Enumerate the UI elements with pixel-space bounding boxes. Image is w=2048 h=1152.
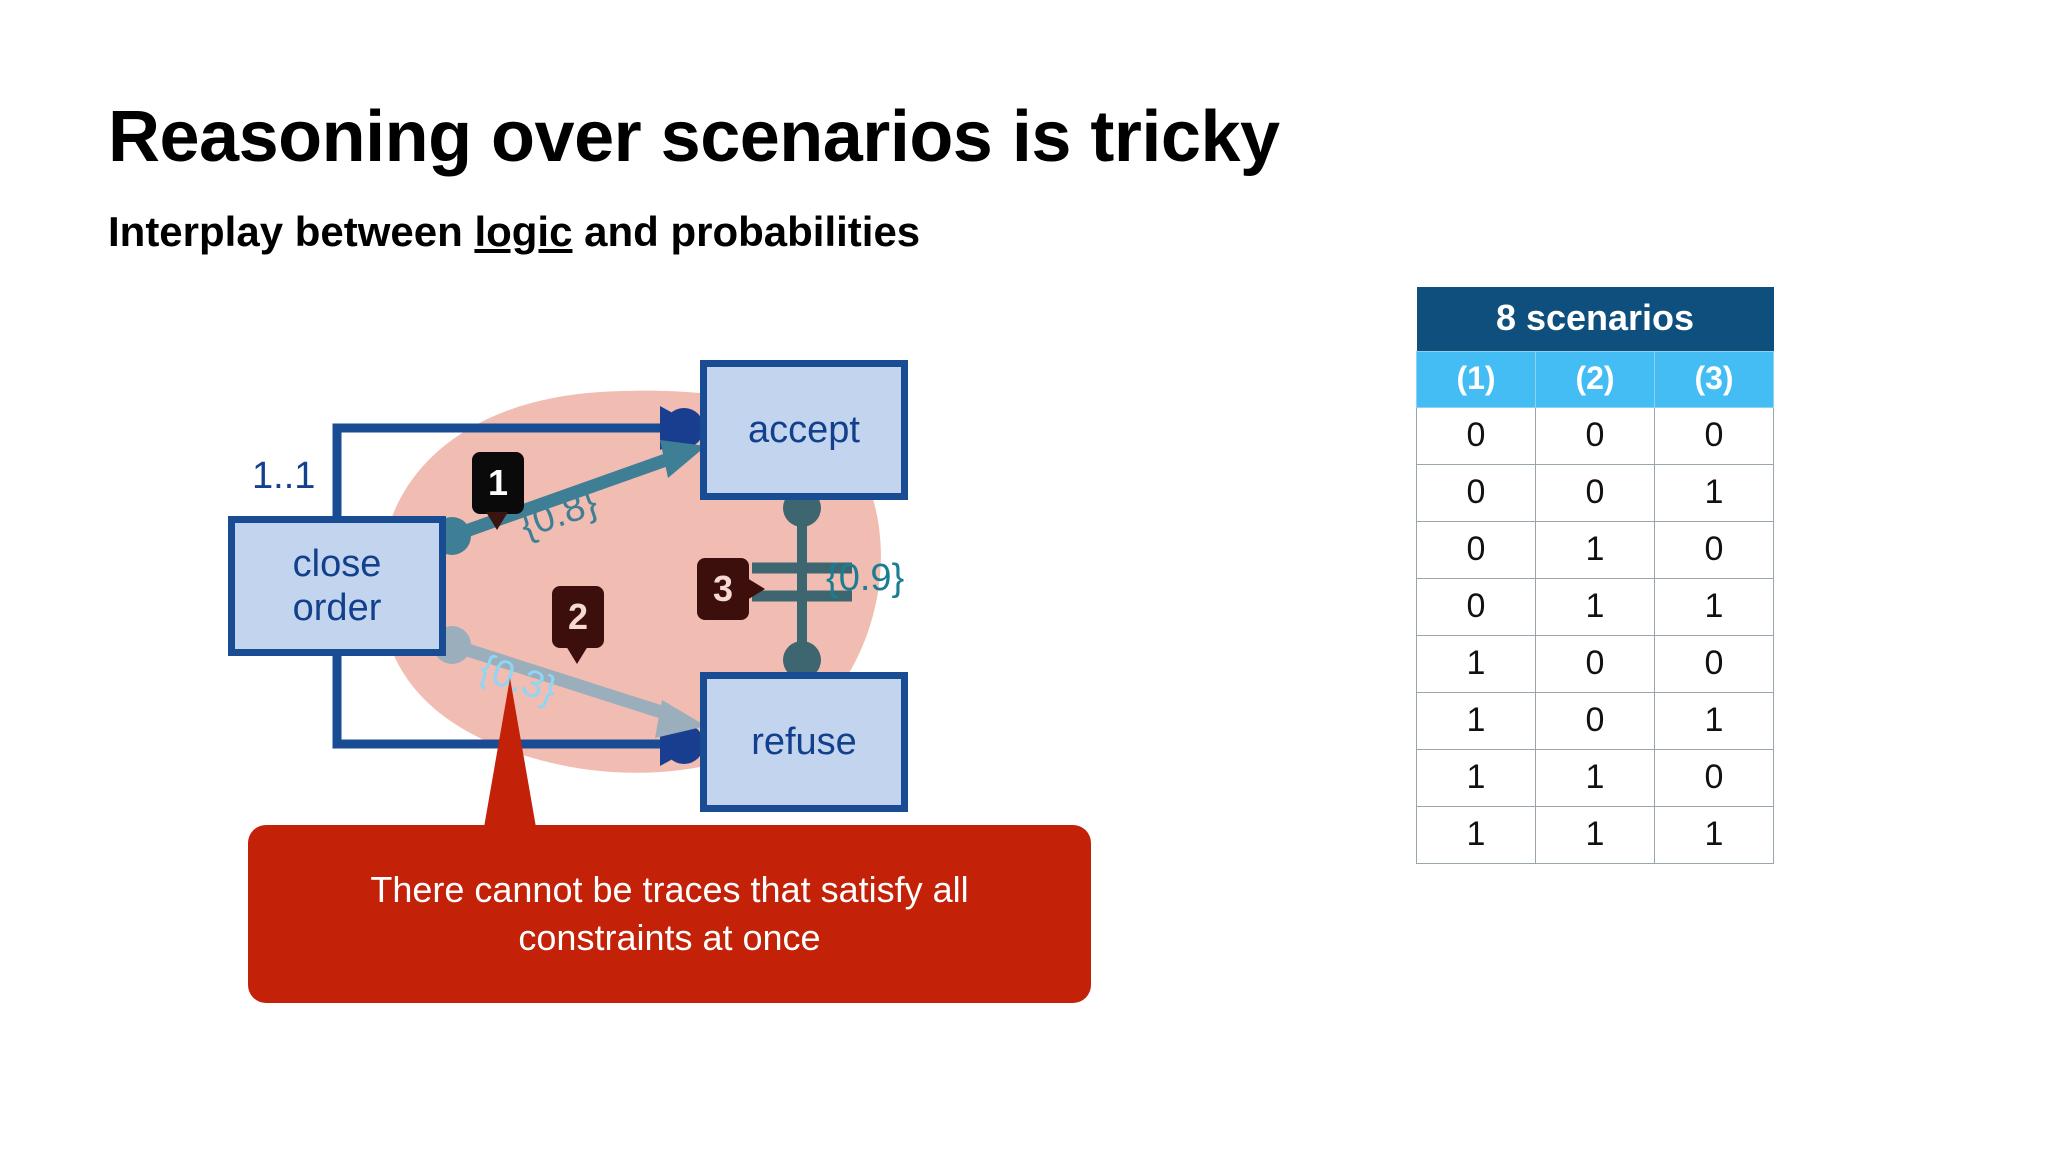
table-cell: 1 <box>1535 578 1655 636</box>
column-header-1: (1) <box>1416 351 1536 408</box>
step-badge-1-label: 1 <box>487 462 509 503</box>
cardinality-label: 1..1 <box>252 455 316 497</box>
node-refuse-label: refuse <box>751 720 857 763</box>
table-cell: 0 <box>1654 635 1774 693</box>
table-cell: 0 <box>1535 692 1655 750</box>
scenario-table-container: 8 scenarios (1) (2) (3) 0 0 0 0 0 1 0 1 <box>1416 287 1774 864</box>
table-cell: 0 <box>1416 521 1536 579</box>
column-header-2: (2) <box>1535 351 1655 408</box>
subtitle-part-before: Interplay between <box>108 208 475 255</box>
step-badge-2-label: 2 <box>567 596 589 637</box>
probability-label-09: {0.9} <box>826 557 905 599</box>
node-accept[interactable]: accept <box>700 360 908 500</box>
table-cell: 1 <box>1416 635 1536 693</box>
scenario-table-body: 0 0 0 0 0 1 0 1 0 0 1 1 1 0 0 <box>1416 407 1774 864</box>
connector-close-order-to-refuse <box>332 656 660 749</box>
step-badge-3[interactable]: 3 <box>697 558 765 620</box>
table-cell: 1 <box>1654 692 1774 750</box>
table-row: 0 1 0 <box>1416 521 1774 579</box>
badge-3-pointer-icon <box>747 578 765 600</box>
table-cell: 0 <box>1416 407 1536 465</box>
table-row: 0 0 0 <box>1416 407 1774 465</box>
connector-close-order-to-accept <box>332 423 660 516</box>
step-badge-2[interactable]: 2 <box>552 586 604 664</box>
table-row: 1 1 0 <box>1416 749 1774 807</box>
table-cell: 1 <box>1535 521 1655 579</box>
table-row: 0 0 1 <box>1416 464 1774 522</box>
table-header-row: (1) (2) (3) <box>1416 351 1774 408</box>
subtitle-underlined-logic: logic <box>474 208 573 255</box>
table-cell: 1 <box>1535 749 1655 807</box>
table-cell: 1 <box>1535 806 1655 864</box>
table-cell: 0 <box>1654 749 1774 807</box>
table-cell: 0 <box>1416 578 1536 636</box>
table-cell: 1 <box>1654 806 1774 864</box>
table-cell: 1 <box>1654 464 1774 522</box>
table-cell: 0 <box>1654 407 1774 465</box>
table-cell: 1 <box>1416 806 1536 864</box>
table-row: 1 0 1 <box>1416 692 1774 750</box>
badge-1-pointer-icon <box>486 512 508 530</box>
table-row: 1 0 0 <box>1416 635 1774 693</box>
table-cell: 0 <box>1535 464 1655 522</box>
scenario-table-title: 8 scenarios <box>1416 287 1774 352</box>
subtitle-part-after: and probabilities <box>572 208 921 255</box>
badge-2-pointer-icon <box>566 646 588 664</box>
table-cell: 1 <box>1416 692 1536 750</box>
table-row: 1 1 1 <box>1416 806 1774 864</box>
table-cell: 0 <box>1535 635 1655 693</box>
table-title-row: 8 scenarios <box>1416 287 1774 352</box>
table-cell: 0 <box>1416 464 1536 522</box>
column-header-3: (3) <box>1654 351 1774 408</box>
endpoint-dot-accept <box>664 408 704 448</box>
table-cell: 0 <box>1654 521 1774 579</box>
page-subtitle: Interplay between logic and probabilitie… <box>108 208 920 256</box>
table-cell: 1 <box>1654 578 1774 636</box>
table-cell: 0 <box>1535 407 1655 465</box>
node-accept-label: accept <box>748 408 860 451</box>
page-title: Reasoning over scenarios is tricky <box>108 97 1280 177</box>
step-badge-3-label: 3 <box>712 568 734 609</box>
node-refuse[interactable]: refuse <box>700 672 908 812</box>
endpoint-dot-refuse <box>664 724 704 764</box>
warning-callout-text: There cannot be traces that satisfy all … <box>370 869 969 958</box>
table-cell: 1 <box>1416 749 1536 807</box>
callout-pointer-icon <box>483 678 537 833</box>
scenario-table: 8 scenarios (1) (2) (3) 0 0 0 0 0 1 0 1 <box>1416 287 1774 864</box>
warning-callout: There cannot be traces that satisfy all … <box>248 825 1091 1003</box>
step-badge-1[interactable]: 1 <box>472 452 524 530</box>
table-row: 0 1 1 <box>1416 578 1774 636</box>
